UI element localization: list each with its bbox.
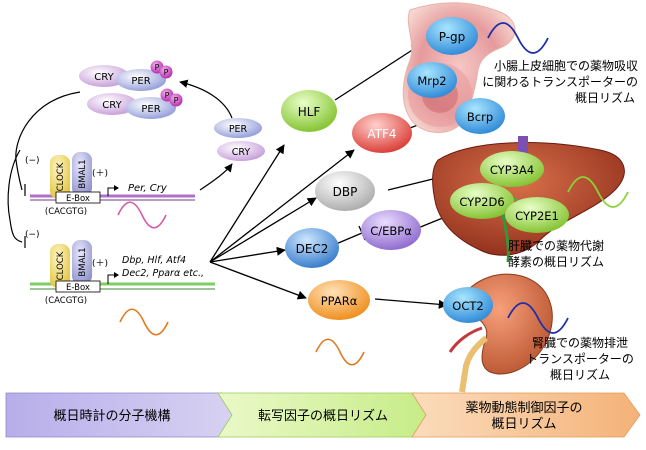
bmal1-label: BMAL1 (78, 247, 88, 276)
kidney-caption-line3: 概日リズム (550, 367, 610, 382)
stage-3-chevron (411, 392, 641, 438)
per-cry-genes: Per, Cry (128, 183, 168, 194)
stage-2-label: 転写因子の概日リズム (258, 408, 388, 424)
inhibit-label-upper: (−) (25, 156, 40, 166)
ebox-label: E-Box (66, 283, 90, 293)
cacgtg-label: (CACGTG) (45, 207, 87, 217)
intestine-caption-line3: 概日リズム (575, 90, 635, 105)
pgp-label: P-gp (439, 30, 466, 44)
inhibit-label-lower: (−) (25, 230, 40, 240)
liver-caption-line2: 酵素の概日リズム (508, 254, 604, 269)
clock-bmal1-lower: CLOCK BMAL1 E-Box (CACGTG) (＋) (30, 240, 215, 306)
liver-wave (567, 176, 629, 208)
intestine-caption-line2: に関わるトランスポーターの (482, 75, 638, 89)
per-label: PER (229, 124, 248, 135)
bmal1-label: BMAL1 (78, 159, 88, 188)
target-genes-line1: Dbp, Hlf, Atf4 (122, 255, 186, 266)
clock-bmal1-upper: CLOCK BMAL1 E-Box (CACGTG) (＋) (30, 152, 195, 217)
phospho-label: P (164, 68, 169, 77)
phospho-label: P (155, 63, 160, 72)
cry-label: CRY (102, 100, 122, 111)
cry-label: CRY (94, 72, 114, 83)
cyp3a4-label: CYP3A4 (490, 163, 534, 177)
ppara-wave (315, 338, 365, 366)
cry-per-complex-upper: CRY PER P P CRY PER P P (79, 60, 183, 119)
dbp-label: DBP (333, 185, 358, 199)
enzyme-cyp2d6: CYP2D6 (450, 183, 514, 219)
clock-mrna-wave (117, 201, 167, 229)
node-dbp: DBP (315, 171, 375, 211)
phosphorylation-arrow (179, 79, 233, 119)
stage-3-label-line2: 概日リズム (491, 416, 556, 432)
per-label: PER (141, 104, 160, 115)
fan-out-arrows (209, 144, 355, 300)
mrp2-label: Mrp2 (417, 74, 446, 88)
translation-arrow (199, 163, 233, 191)
kidney-caption-line2: トランスポーターの (526, 352, 634, 366)
cacgtg-label: (CACGTG) (45, 296, 87, 306)
phospho-label: P (174, 96, 179, 105)
phospho-label: P (165, 91, 170, 100)
node-cebpa: C/EBPα (361, 210, 421, 250)
node-dec2: DEC2 (285, 228, 339, 268)
cyp2d6-label: CYP2D6 (459, 195, 504, 209)
per-label: PER (131, 76, 150, 87)
clock-mechanism: CRY PER P P CRY PER P P (−) (−) (7, 60, 265, 336)
bcrp-label: Bcrp (467, 110, 493, 124)
cyp2e1-label: CYP2E1 (515, 209, 559, 223)
transporter-oct2: OCT2 (443, 287, 493, 323)
enzyme-cyp2e1: CYP2E1 (505, 197, 569, 233)
dec2-inhibits-cebpa (335, 225, 366, 245)
target-mrna-wave (119, 308, 169, 336)
kidney-caption-line1: 腎臓での薬物排泄 (532, 336, 628, 350)
transporter-pgp: P-gp (426, 17, 478, 55)
activate-label: (＋) (92, 258, 108, 269)
cebpa-label: C/EBPα (370, 224, 412, 238)
per-cry-translated: PER CRY (214, 118, 265, 161)
clock-label: CLOCK (56, 162, 66, 191)
feedback-inhibition-lines (7, 91, 81, 248)
liver-caption-line1: 肝臓での薬物代謝 (508, 238, 604, 253)
node-atf4: ATF4 (352, 113, 412, 153)
clock-label: CLOCK (56, 251, 66, 280)
atf4-label: ATF4 (367, 127, 396, 141)
stage-bar: 概日時計の分子機構 転写因子の概日リズム 薬物動態制御因子の 概日リズム (5, 392, 641, 438)
node-hlf: HLF (281, 90, 337, 132)
kidney-wave (507, 302, 569, 334)
activate-label: (＋) (92, 168, 108, 179)
intestine-wave (487, 22, 549, 54)
transporter-mrp2: Mrp2 (407, 62, 457, 98)
transporter-bcrp: Bcrp (455, 98, 505, 134)
enzyme-cyp3a4: CYP3A4 (480, 151, 544, 187)
dec2-label: DEC2 (296, 242, 329, 256)
intestine-caption-line1: 小腸上皮細胞での薬物吸収 (494, 59, 638, 73)
hlf-label: HLF (298, 105, 321, 119)
oct2-label: OCT2 (452, 299, 483, 313)
stage-3-label-line1: 薬物動態制御因子の (465, 400, 582, 416)
target-genes-line2: Dec2, Pparα etc., (122, 268, 204, 279)
cry-label: CRY (232, 147, 251, 158)
node-ppara: PPARα (308, 280, 370, 320)
stage-1-label: 概日時計の分子機構 (53, 408, 170, 424)
ppara-label: PPARα (321, 294, 358, 308)
ebox-label: E-Box (66, 194, 90, 204)
